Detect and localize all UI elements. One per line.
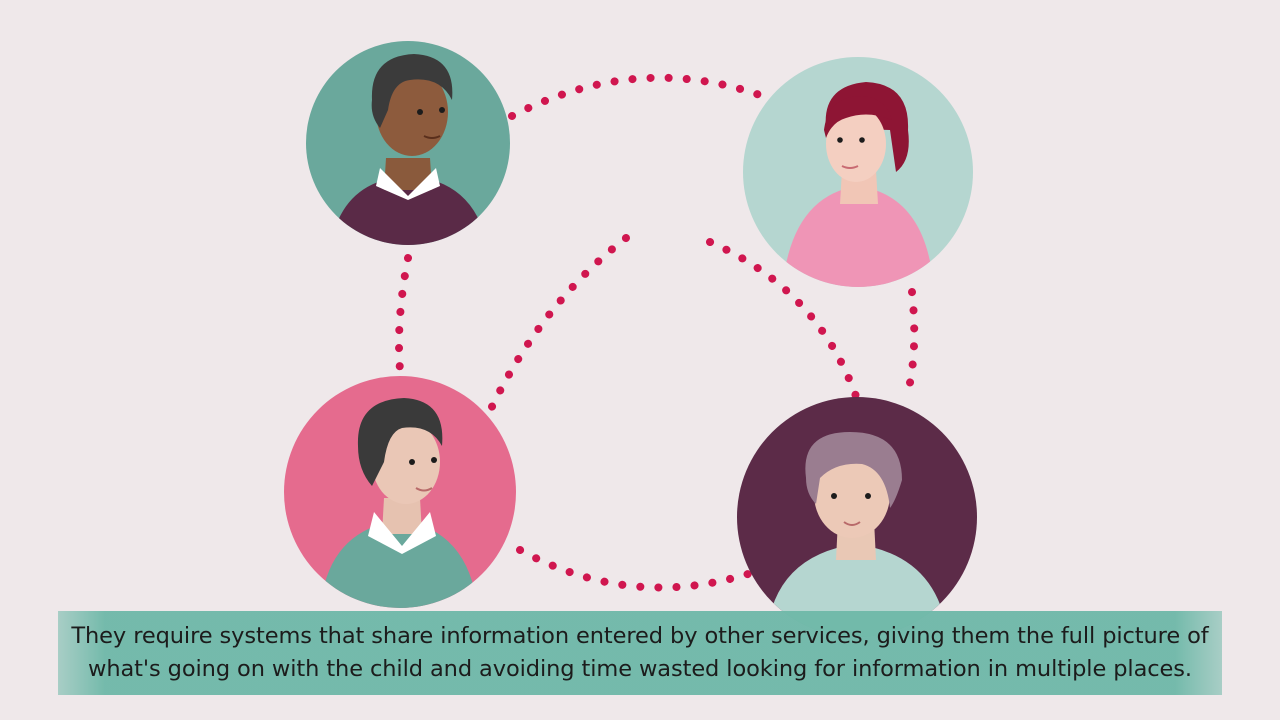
connector-diagonal-left xyxy=(462,234,630,472)
subtitle-caption: They require systems that share informat… xyxy=(58,611,1222,695)
woman-red-hair-icon xyxy=(782,82,934,287)
subtitle-line-2: what's going on with the child and avoid… xyxy=(88,656,1192,682)
connector-left xyxy=(395,254,412,374)
person-bottom-right xyxy=(737,397,977,637)
person-top-left xyxy=(306,41,510,245)
connector-right xyxy=(904,288,919,396)
connector-top xyxy=(508,73,772,120)
man-black-hair-icon xyxy=(320,398,478,608)
connector-bottom xyxy=(516,546,752,592)
connector-diagonal-right xyxy=(706,238,862,406)
person-top-right xyxy=(743,57,973,287)
man-dark-skin-icon xyxy=(330,54,488,245)
subtitle-line-1: They require systems that share informat… xyxy=(71,623,1209,649)
person-bottom-left xyxy=(284,376,516,608)
dotted-connectors xyxy=(395,73,919,592)
